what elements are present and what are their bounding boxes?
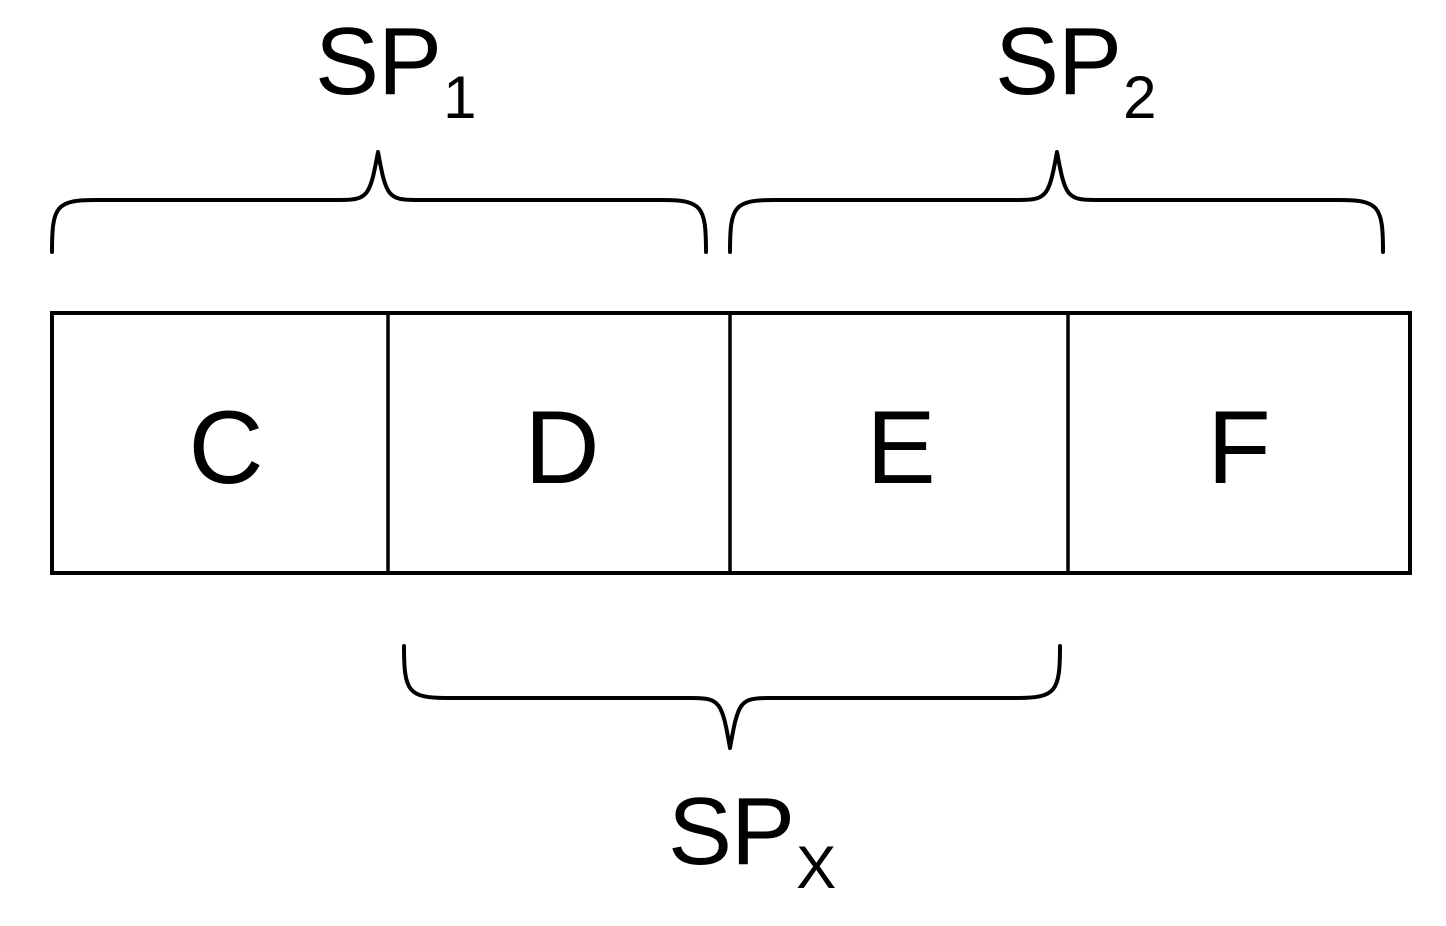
group-label-spx: SPX (668, 784, 836, 898)
cell-letter-d: D (524, 390, 599, 506)
brace-sp1 (50, 150, 708, 254)
group-label-sp1-base: SP (315, 8, 442, 115)
group-label-spx-base: SP (668, 778, 795, 885)
group-label-sp2-subscript: 2 (1123, 64, 1157, 131)
brace-sp2 (728, 150, 1385, 254)
group-label-sp2-base: SP (995, 8, 1122, 115)
group-label-sp2: SP2 (995, 14, 1156, 128)
cell-letter-f: F (1207, 390, 1271, 506)
group-label-sp1: SP1 (315, 14, 476, 128)
cell-letter-e: E (866, 390, 935, 506)
brace-spx (402, 644, 1062, 750)
group-label-spx-subscript: X (796, 834, 837, 901)
cell-letter-c: C (188, 390, 263, 506)
group-label-sp1-subscript: 1 (443, 64, 477, 131)
